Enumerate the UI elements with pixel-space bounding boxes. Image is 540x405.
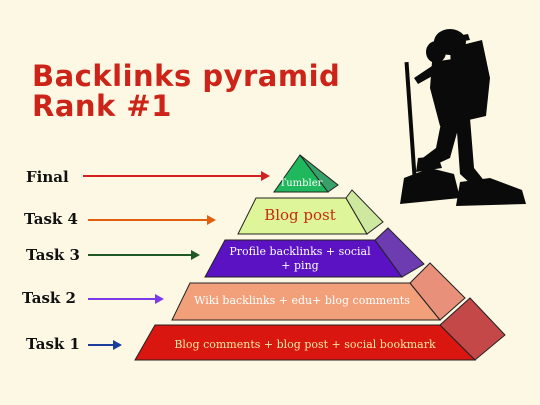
title-line-2: Rank #1 <box>32 89 172 123</box>
task-label-2: Task 2 <box>22 289 76 307</box>
arrow-final <box>83 171 270 181</box>
pyramid-top-label: Tumbler <box>279 178 323 189</box>
pyramid-level-1-label: Blog comments + blog post + social bookm… <box>174 338 436 351</box>
pyramid-level-3-label: Profile backlinks + social + ping <box>229 245 371 272</box>
task-label-4: Task 4 <box>24 210 78 228</box>
arrow-task-4 <box>88 215 216 225</box>
pyramid-level-3-side <box>374 227 425 278</box>
arrow-task-3 <box>88 250 200 260</box>
pyramid-top-side <box>299 154 339 193</box>
hiker-silhouette-icon <box>400 29 526 206</box>
pyramid-level-1-side <box>439 297 506 361</box>
task-label-1: Task 1 <box>26 335 80 353</box>
task-label-3: Task 3 <box>26 246 80 264</box>
title-line-1: Backlinks pyramid <box>32 59 341 93</box>
pyramid-level-2-side <box>409 262 466 321</box>
pyramid-level-4-label: Blog post <box>264 206 336 224</box>
arrow-task-2 <box>88 294 164 304</box>
task-label-final: Final <box>26 168 69 186</box>
pyramid-level-4-side <box>345 189 384 235</box>
pyramid-level-2-label: Wiki backlinks + edu+ blog comments <box>194 294 410 307</box>
arrow-task-1 <box>88 340 122 350</box>
